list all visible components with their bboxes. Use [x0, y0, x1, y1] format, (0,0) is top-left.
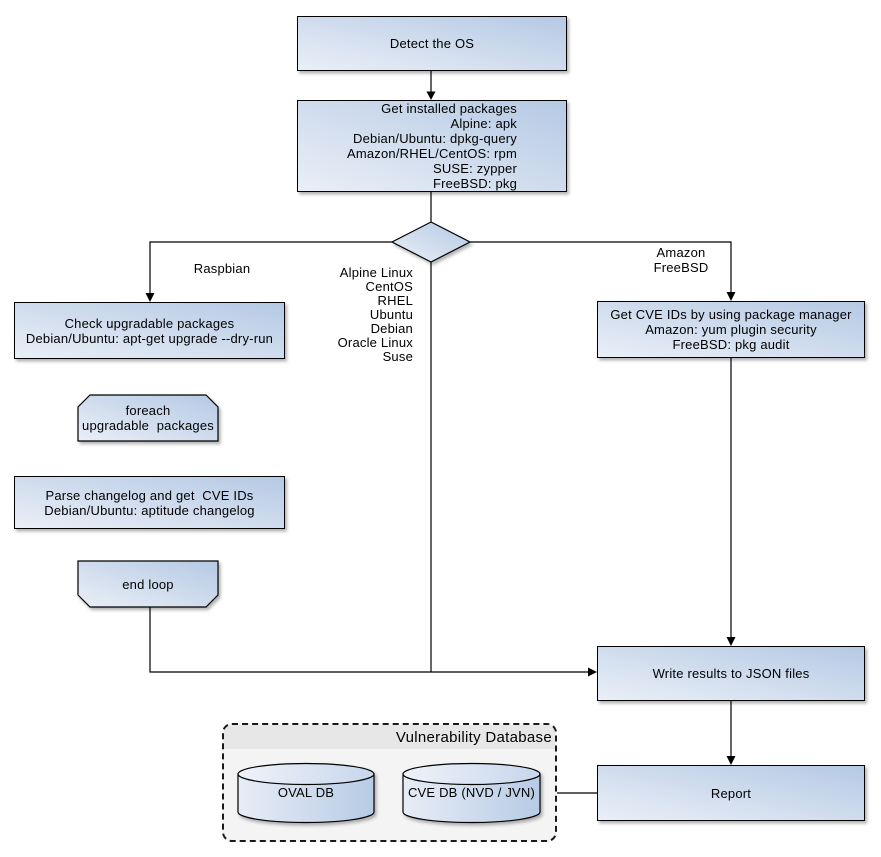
node-label: foreach upgradable packages	[82, 403, 214, 433]
node-label: Get CVE IDs by using package manager Ama…	[610, 307, 852, 352]
node-report: Report	[597, 765, 865, 821]
cylinder-body	[237, 773, 375, 824]
edge-label-raspbian: Raspbian	[193, 261, 251, 276]
cylinder-top	[237, 762, 375, 786]
arrowhead-down-icon	[145, 293, 155, 302]
oval-db-cylinder	[237, 762, 375, 824]
edge-label-os-list: Alpine Linux CentOS RHEL Ubuntu Debian O…	[337, 265, 413, 364]
node-label: Report	[710, 785, 752, 801]
arrowhead-down-icon	[426, 91, 436, 100]
node-label: Detect the OS	[389, 36, 475, 51]
decision-diamond	[390, 221, 472, 263]
cve-db-label: CVE DB (NVD / JVN)	[403, 778, 540, 806]
edge-label-amazon-freebsd: Amazon FreeBSD	[653, 245, 709, 275]
node-label: Check upgradable packages Debian/Ubuntu:…	[25, 315, 274, 346]
group-title: Vulnerability Database	[395, 728, 552, 746]
node-label: Get installed packages Alpine: apk Debia…	[346, 101, 518, 191]
db-label: OVAL DB	[277, 784, 335, 800]
node-foreach-loop: foreach upgradable packages	[78, 395, 218, 441]
connector-lines	[149, 71, 732, 794]
group-title-band: Vulnerability Database	[224, 725, 555, 749]
edge-decision-to-check	[149, 241, 392, 293]
node-label: end loop	[122, 576, 174, 592]
end-loop-shape	[77, 560, 219, 608]
node-label: Write results to JSON files	[652, 666, 810, 681]
cylinder-top	[402, 762, 541, 786]
db-label: CVE DB (NVD / JVN)	[407, 784, 536, 800]
node-check-upgradable-packages: Check upgradable packages Debian/Ubuntu:…	[14, 302, 285, 359]
arrowhead-right-icon	[588, 667, 597, 677]
edge-endloop-to-write	[149, 607, 588, 673]
node-end-loop: end loop	[78, 561, 218, 607]
arrowhead-down-icon	[726, 756, 736, 765]
arrowheads	[145, 91, 736, 765]
node-get-cve-ids: Get CVE IDs by using package manager Ama…	[597, 301, 865, 358]
edge-decision-to-getcve	[470, 241, 732, 292]
cve-db-cylinder	[402, 762, 541, 824]
node-get-installed-packages: Get installed packages Alpine: apk Debia…	[297, 100, 567, 192]
node-parse-changelog: Parse changelog and get CVE IDs Debian/U…	[14, 476, 285, 529]
arrowhead-down-icon	[726, 637, 736, 646]
cylinder-body	[402, 773, 541, 824]
foreach-loop-shape	[77, 394, 219, 442]
node-detect-os: Detect the OS	[297, 16, 567, 71]
arrowhead-down-icon	[726, 292, 736, 301]
node-write-results-json: Write results to JSON files	[597, 646, 865, 701]
node-label: Parse changelog and get CVE IDs Debian/U…	[44, 487, 255, 518]
oval-db-label: OVAL DB	[238, 778, 374, 806]
